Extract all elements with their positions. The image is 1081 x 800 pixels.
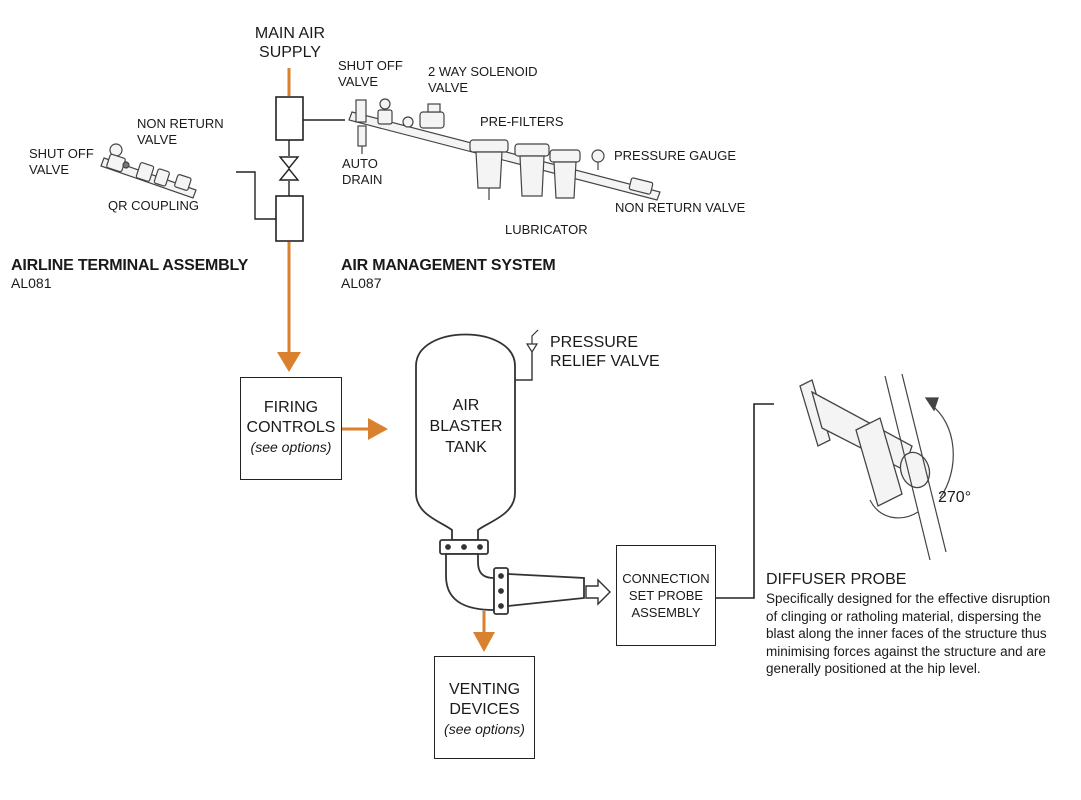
ams-sketch <box>348 98 661 201</box>
airline-terminal-assembly-heading: AIRLINE TERMINAL ASSEMBLY AL081 <box>11 257 249 292</box>
connection-set-box: CONNECTION SET PROBE ASSEMBLY <box>616 545 716 646</box>
angle-label: 270° <box>938 489 972 506</box>
firing-controls-box: FIRING CONTROLS (see options) <box>240 377 342 480</box>
auto-drain-label: AUTO DRAIN <box>342 156 383 187</box>
tank-label: AIR BLASTER TANK <box>429 397 503 456</box>
arrowhead-venting <box>473 632 495 652</box>
tank-graphic <box>415 329 611 615</box>
diffuser-probe-sketch <box>799 373 954 561</box>
terminal-connector <box>236 171 276 220</box>
diffuser-probe-description: Specifically designed for the effective … <box>766 591 1051 677</box>
pressure-gauge-label: PRESSURE GAUGE <box>614 148 737 163</box>
main-air-supply-label: MAIN AIR SUPPLY <box>254 25 326 62</box>
terminal-non-return-valve-label: NON RETURN VALVE <box>137 116 224 147</box>
arrowhead-firing <box>277 352 301 372</box>
gate-valve-symbol <box>278 156 300 181</box>
ams-shut-off-valve-label: SHUT OFF VALVE <box>338 58 403 89</box>
terminal-assembly-sketch <box>100 143 197 199</box>
solenoid-valve-label: 2 WAY SOLENOID VALVE <box>428 64 538 95</box>
terminal-shut-off-valve-label: SHUT OFF VALVE <box>29 146 94 177</box>
venting-devices-box: VENTING DEVICES (see options) <box>434 656 535 759</box>
pressure-relief-valve-label: PRESSURE RELIEF VALVE <box>550 334 660 371</box>
qr-coupling-label: QR COUPLING <box>108 198 200 213</box>
lubricator-label: LUBRICATOR <box>505 222 588 237</box>
ams-non-return-valve-label: NON RETURN VALVE <box>615 200 746 215</box>
upper-manifold-block <box>275 96 304 141</box>
diffuser-probe-title: DIFFUSER PROBE <box>766 571 907 588</box>
lower-manifold-block <box>275 195 304 242</box>
air-management-system-heading: AIR MANAGEMENT SYSTEM AL087 <box>341 257 556 292</box>
arrowhead-tank <box>368 418 388 440</box>
probe-connector <box>716 403 774 599</box>
pre-filters-label: PRE-FILTERS <box>480 114 564 129</box>
